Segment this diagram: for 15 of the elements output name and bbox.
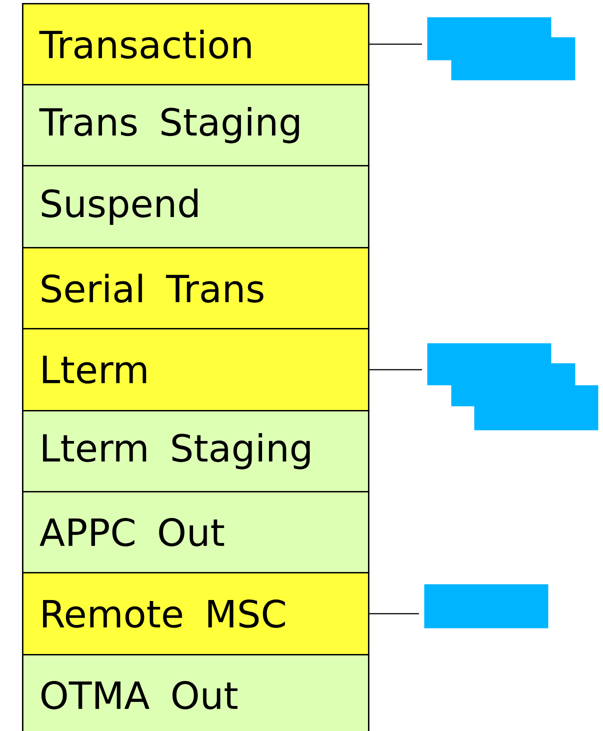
table-row: Remote MSC bbox=[22, 572, 370, 656]
stacked-box bbox=[451, 37, 576, 80]
table-row: Trans Staging bbox=[22, 84, 370, 166]
stacked-box bbox=[474, 385, 598, 430]
table-row: Lterm bbox=[22, 328, 370, 412]
table-row: Lterm Staging bbox=[22, 410, 370, 492]
leader-line bbox=[369, 44, 422, 45]
leader-line bbox=[369, 369, 422, 370]
table-row: OTMA Out bbox=[22, 654, 370, 731]
table-row: Transaction bbox=[22, 3, 370, 86]
leader-line bbox=[369, 613, 419, 614]
table-row: APPC Out bbox=[22, 491, 370, 574]
stacked-box bbox=[424, 584, 548, 628]
table-row: Serial Trans bbox=[22, 247, 370, 330]
table-row: Suspend bbox=[22, 165, 370, 248]
